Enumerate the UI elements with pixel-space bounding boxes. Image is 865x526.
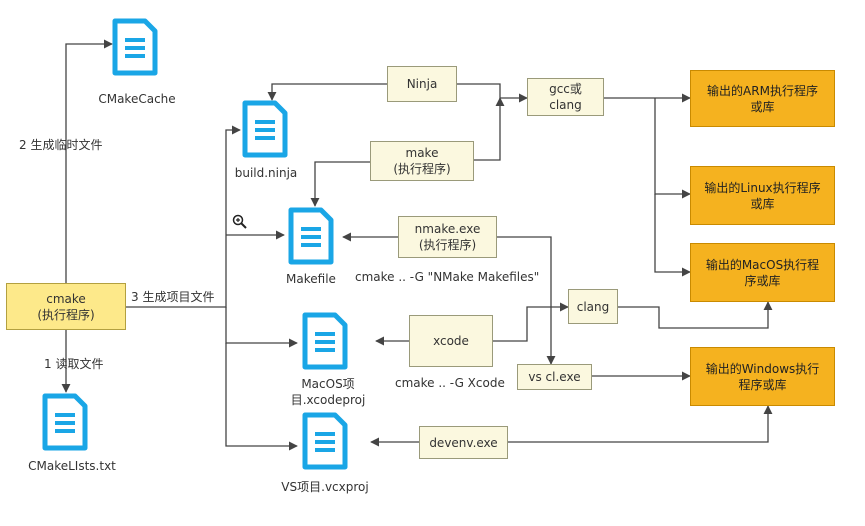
- edge-make-to-gcc: [474, 97, 505, 161]
- document-icon: [242, 100, 288, 158]
- output-arm-line1: 输出的ARM执行程序: [707, 83, 818, 98]
- output-linux-box[interactable]: 输出的Linux执行程序 或库: [690, 166, 835, 225]
- vs-cl-box-label: vs cl.exe: [528, 370, 581, 384]
- output-macos-line2: 序或库: [744, 273, 781, 288]
- xcode-box-label: xcode: [433, 334, 469, 348]
- make-box-line2: (执行程序): [393, 162, 451, 176]
- make-box[interactable]: make (执行程序): [370, 141, 474, 181]
- gcc-box-line1: gcc或: [549, 82, 582, 96]
- edge-gcc-to-linux: [654, 98, 691, 199]
- macos-proj-label-line1: MacOS项: [301, 377, 355, 391]
- edge-to-vs-proj: [225, 343, 298, 451]
- document-icon: [288, 207, 334, 265]
- devenv-box[interactable]: devenv.exe: [419, 426, 508, 459]
- cmake-box[interactable]: cmake (执行程序): [6, 283, 126, 330]
- document-icon: [112, 18, 158, 76]
- output-windows-line1: 输出的Windows执行: [705, 361, 820, 376]
- gcc-box[interactable]: gcc或 clang: [527, 78, 604, 116]
- edge-cmake-to-cache: [65, 39, 113, 283]
- edge-label-xcode-cmd: cmake .. -G Xcode: [395, 376, 505, 390]
- output-windows-box[interactable]: 输出的Windows执行 程序或库: [690, 347, 835, 406]
- macos-proj-label-line2: 目.xcodeproj: [290, 393, 366, 407]
- edge-label-gen-project: 3 生成项目文件: [131, 290, 215, 304]
- edge-to-build-ninja: [125, 125, 241, 308]
- devenv-box-label: devenv.exe: [429, 435, 498, 450]
- clang-box[interactable]: clang: [568, 289, 618, 324]
- edge-to-macos-proj: [225, 307, 298, 348]
- document-icon: [42, 393, 88, 451]
- cmake-box-line2: (执行程序): [37, 307, 95, 322]
- document-icon: [302, 312, 348, 370]
- zoom-in-icon[interactable]: [232, 214, 248, 230]
- edge-label-nmake-cmd: cmake .. -G "NMake Makefiles": [355, 270, 540, 284]
- build-ninja-label: build.ninja: [234, 166, 298, 180]
- nmake-box-line1: nmake.exe: [414, 222, 481, 236]
- edge-ninja-to-gcc: [457, 83, 528, 103]
- cmake-cache-label: CMakeCache: [98, 92, 176, 106]
- edge-devenv-to-windows: [508, 405, 773, 443]
- edge-xcode-to-clang: [493, 302, 569, 342]
- nmake-box[interactable]: nmake.exe (执行程序): [398, 216, 497, 258]
- ninja-box[interactable]: Ninja: [387, 66, 457, 102]
- vs-proj-label: VS项目.vcxproj: [281, 480, 369, 494]
- output-macos-box[interactable]: 输出的MacOS执行程 序或库: [690, 243, 835, 302]
- edge-ninja-to-build: [267, 83, 387, 101]
- edge-make-to-makefile: [310, 161, 370, 207]
- output-macos-line1: 输出的MacOS执行程: [705, 257, 820, 272]
- output-linux-line1: 输出的Linux执行程序: [704, 180, 821, 195]
- document-icon: [302, 412, 348, 470]
- output-linux-line2: 或库: [750, 196, 775, 211]
- cmakelists-label: CMakeLIsts.txt: [28, 459, 116, 473]
- edge-gcc-to-macos: [654, 194, 691, 277]
- nmake-box-line2: (执行程序): [418, 238, 477, 252]
- gcc-box-line2: clang: [549, 98, 582, 112]
- ninja-box-label: Ninja: [406, 77, 438, 91]
- output-windows-line2: 程序或库: [738, 377, 787, 392]
- cmake-box-line1: cmake: [46, 291, 86, 306]
- output-arm-box[interactable]: 输出的ARM执行程序 或库: [690, 70, 835, 127]
- edge-label-gen-temp: 2 生成临时文件: [19, 138, 103, 152]
- edge-clang-to-macos: [618, 301, 773, 329]
- output-arm-line2: 或库: [750, 99, 775, 114]
- clang-box-label: clang: [576, 299, 610, 314]
- vs-cl-box[interactable]: vs cl.exe: [517, 364, 592, 390]
- make-box-line1: make: [405, 146, 439, 160]
- xcode-box[interactable]: xcode: [409, 315, 493, 367]
- edge-nmake-to-vscl: [497, 236, 556, 365]
- macos-proj-label: MacOS项 目.xcodeproj: [283, 376, 373, 408]
- edge-label-read-file: 1 读取文件: [44, 357, 104, 371]
- makefile-label: Makefile: [286, 272, 336, 286]
